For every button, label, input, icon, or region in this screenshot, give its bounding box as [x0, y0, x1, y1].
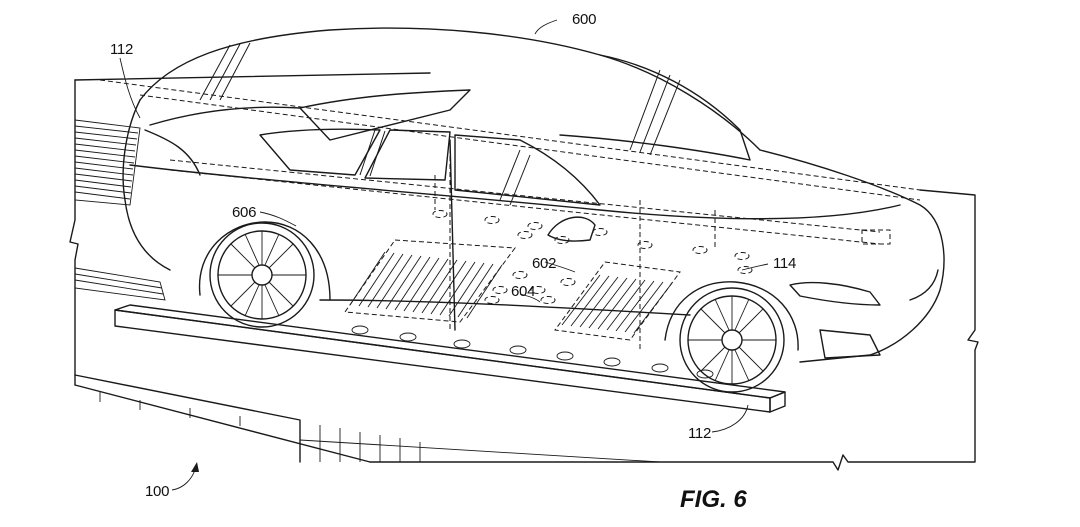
- battery-module-front: [554, 261, 681, 341]
- ref-112-bottom: 112: [688, 425, 711, 442]
- battery-module-rear: [344, 239, 516, 323]
- figure-label: FIG. 6: [680, 486, 747, 513]
- rear-wheel: [209, 222, 315, 328]
- station-enclosure: [69, 72, 979, 471]
- reference-labels: 600 112 606 602 604 114 112 100: [110, 11, 796, 500]
- ref-606: 606: [232, 204, 256, 221]
- ref-112-top: 112: [110, 41, 133, 58]
- front-wheel: [679, 287, 785, 393]
- ref-114: 114: [773, 255, 796, 272]
- leader-lines: [119, 19, 769, 491]
- ref-604: 604: [511, 283, 535, 300]
- fastener-holes: [432, 210, 753, 304]
- ref-602: 602: [532, 255, 556, 272]
- lift-rail: [99, 304, 786, 463]
- ref-600: 600: [572, 11, 596, 28]
- vehicle-body: [122, 27, 945, 363]
- left-ramp-stripes: [74, 119, 166, 301]
- ref-100: 100: [145, 483, 169, 500]
